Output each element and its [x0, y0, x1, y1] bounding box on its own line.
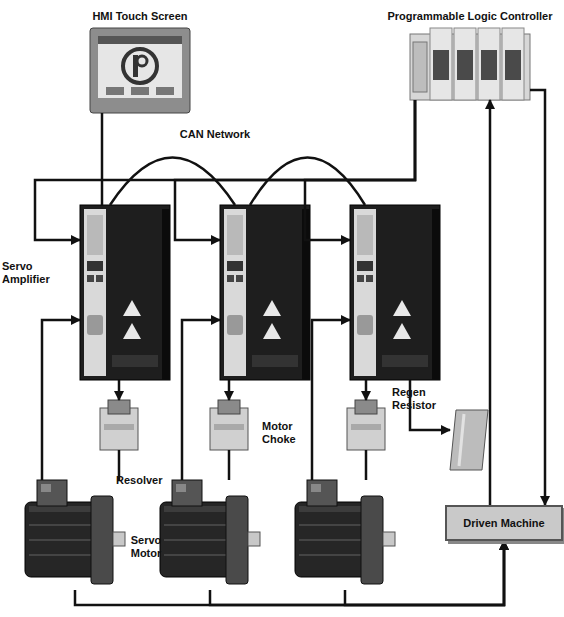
connector-line [365, 380, 368, 400]
servo-amplifier-drawing [350, 205, 440, 380]
connector-line [489, 100, 492, 505]
hmi-display [98, 36, 182, 98]
hmi-logo-ring [123, 49, 157, 83]
plc-power-supply [413, 42, 427, 92]
node-label: Regen Resistor [392, 386, 450, 412]
servo-amplifier-drawing [220, 205, 310, 380]
hmi-touch-screen: HMI Touch Screen [90, 28, 190, 113]
driven-machine-box: Driven Machine [445, 505, 563, 541]
hmi-screen-drawing [90, 28, 190, 113]
servo-amplifier-drawing [80, 205, 170, 380]
servo-motor-drawing [25, 480, 125, 584]
motor-choke-drawing [100, 400, 138, 450]
motor-choke: Motor Choke [210, 400, 248, 450]
part-label: Resolver [116, 474, 176, 487]
connector-line [530, 90, 545, 505]
regen-resistor-drawing [450, 410, 488, 470]
hmi-button [106, 87, 124, 95]
plc-module [478, 28, 500, 100]
connector-line [228, 380, 231, 400]
node-label: Programmable Logic Controller [370, 10, 564, 23]
servo-motor-drawing [160, 480, 260, 584]
servo-amplifier: Servo Amplifier [80, 205, 170, 380]
connector-line [118, 380, 121, 400]
connector-line [175, 100, 415, 240]
motor-choke-drawing [347, 400, 385, 450]
connector-line [305, 100, 415, 240]
servo-motor [160, 480, 260, 590]
servo-motor [295, 480, 395, 590]
hmi-frame [90, 28, 190, 113]
plc-connector [457, 50, 473, 80]
servo-amplifier [220, 205, 310, 380]
plc-drawing [410, 28, 530, 100]
motor-choke [347, 400, 385, 450]
part-label: Servo Motor [127, 534, 165, 560]
motor-choke [100, 400, 138, 450]
connector-line [101, 113, 104, 205]
motor-choke-drawing [210, 400, 248, 450]
connector-line [210, 541, 504, 605]
regen-resistor: Regen Resistor [450, 410, 488, 470]
programmable-logic-controller: Programmable Logic Controller [410, 28, 530, 100]
servo-amplifier [350, 205, 440, 380]
connector-line [182, 320, 220, 480]
connector-line [42, 320, 80, 480]
resistor-highlight [459, 414, 464, 466]
plc-connector [481, 50, 497, 80]
edge-label: CAN Network [160, 128, 270, 141]
plc-connector [433, 50, 449, 80]
connector-line [228, 450, 231, 480]
connector-line [35, 100, 415, 240]
hmi-logo-bowl [137, 56, 147, 66]
node-label: Servo Amplifier [2, 260, 64, 286]
servo-motor-drawing [295, 480, 395, 584]
plc-module [454, 28, 476, 100]
hmi-title-bar [98, 36, 182, 44]
hmi-button [131, 87, 149, 95]
connector-line [312, 320, 350, 480]
plc-module [430, 28, 452, 100]
servo-motor [25, 480, 125, 590]
resistor-body [450, 410, 488, 470]
connector-line [345, 541, 504, 605]
node-label: HMI Touch Screen [70, 10, 210, 23]
connector-line [365, 450, 368, 480]
hmi-button [156, 87, 174, 95]
plc-module [502, 28, 524, 100]
node-label: Motor Choke [262, 420, 304, 446]
plc-connector [505, 50, 521, 80]
node-label: Driven Machine [463, 517, 544, 530]
